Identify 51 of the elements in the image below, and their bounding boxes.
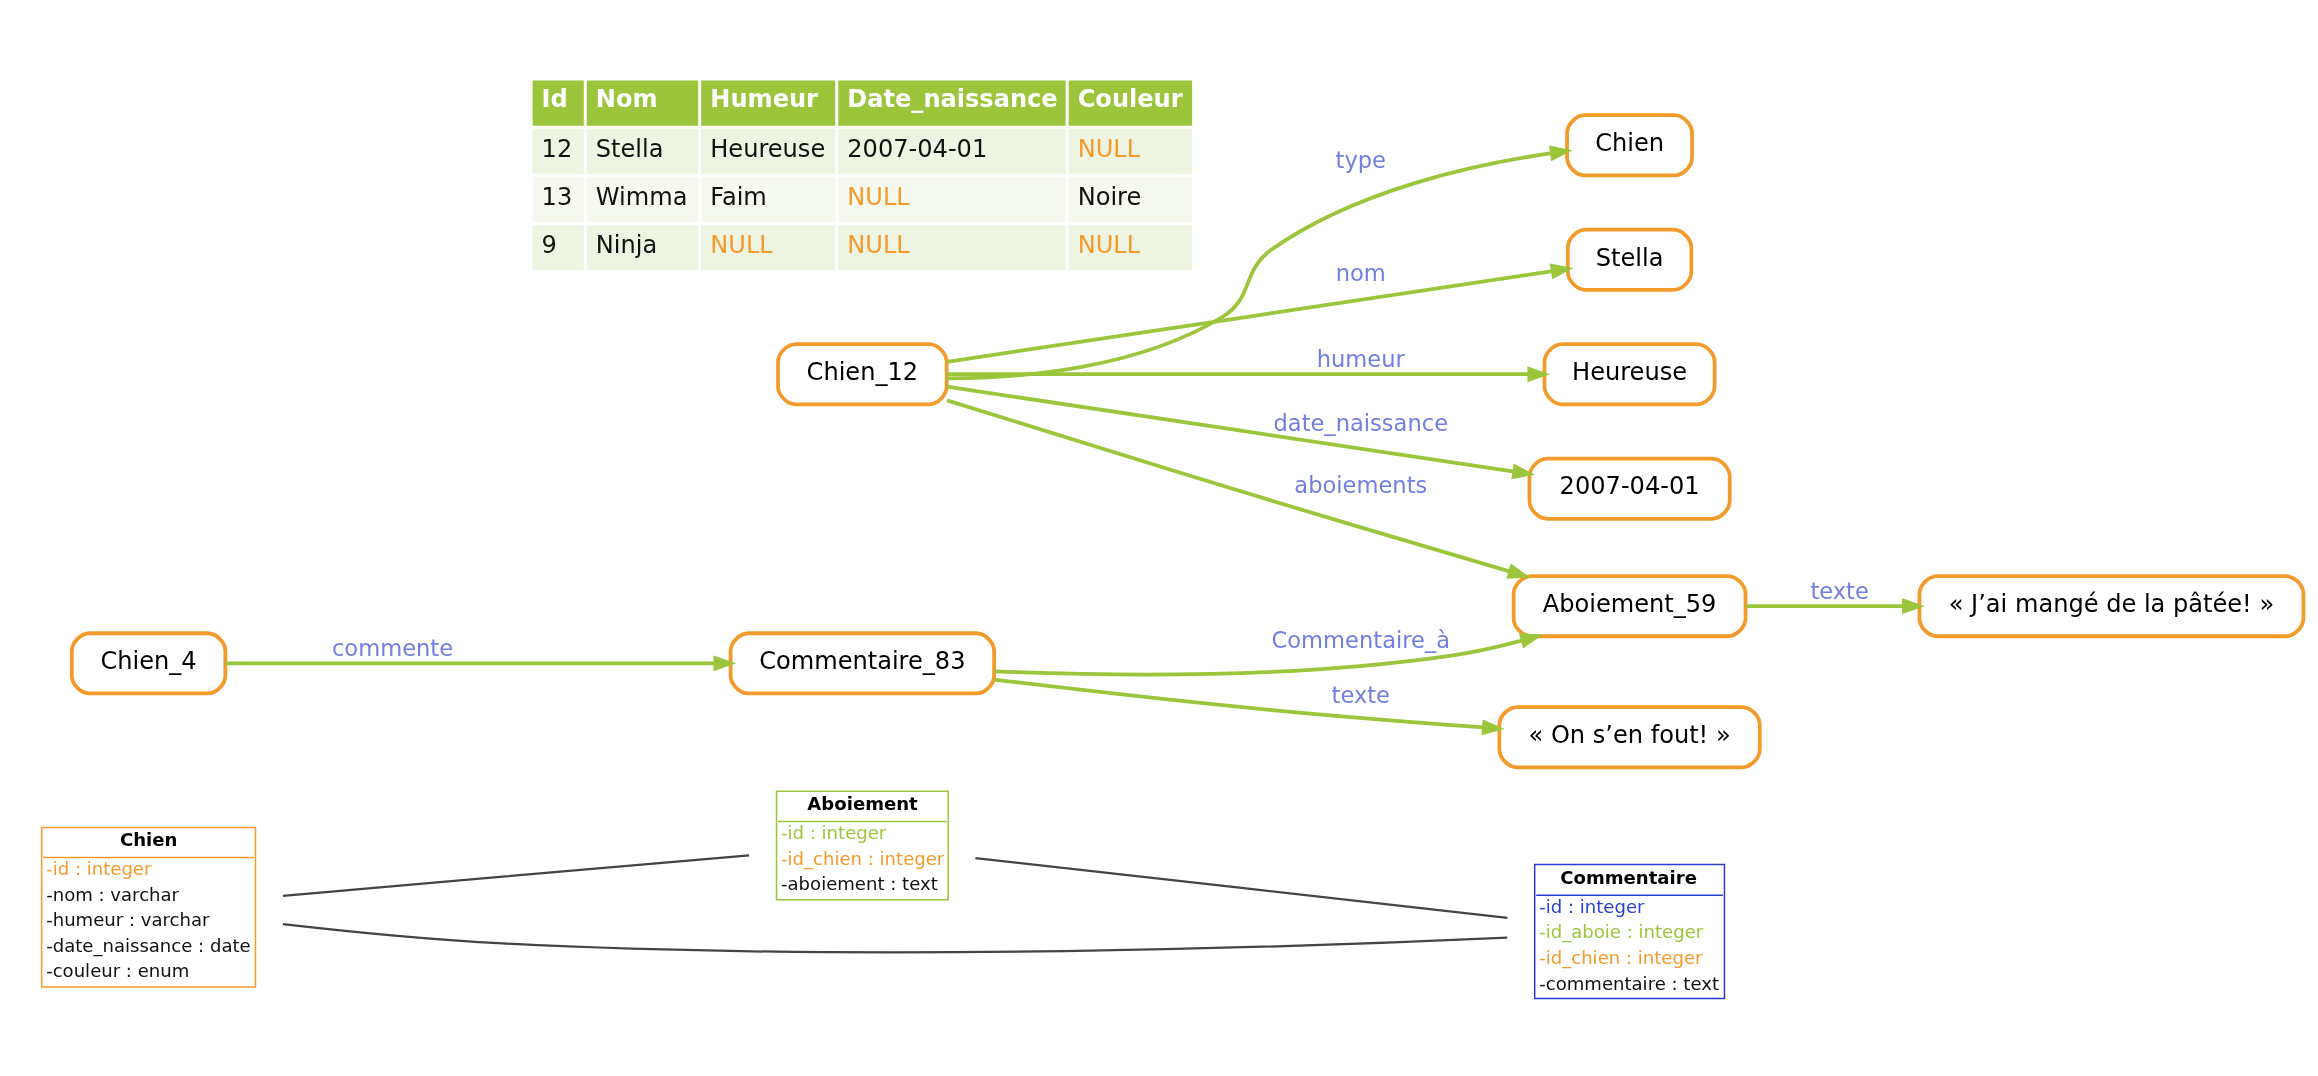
node-box: Commentaire_83 bbox=[728, 631, 996, 696]
connector bbox=[975, 856, 1508, 919]
connector bbox=[282, 923, 1508, 954]
arrow bbox=[994, 677, 1505, 736]
label: NULL bbox=[847, 231, 910, 260]
label: Wimma bbox=[595, 183, 688, 212]
arrow bbox=[946, 263, 1574, 364]
arrow bbox=[994, 633, 1543, 677]
edge-label: aboiements bbox=[1294, 472, 1428, 499]
label: NULL bbox=[1077, 135, 1141, 164]
label: Faim bbox=[710, 183, 767, 212]
node-box: Chien bbox=[1565, 113, 1694, 178]
edge-label: texte bbox=[1331, 681, 1391, 708]
arrow bbox=[947, 366, 1551, 383]
label: Noire bbox=[1077, 183, 1142, 212]
label: Stella bbox=[595, 135, 664, 164]
label: NULL bbox=[1077, 231, 1141, 260]
label: 2007-04-01 bbox=[847, 135, 988, 164]
node-box: Heureuse bbox=[1542, 342, 1717, 407]
label: 12 bbox=[541, 135, 573, 164]
node-box: Chien_12 bbox=[776, 342, 949, 407]
node-box: Stella bbox=[1565, 227, 1694, 292]
label: Humeur bbox=[710, 85, 818, 114]
arrow bbox=[946, 145, 1573, 381]
edge-label: Commentaire_à bbox=[1271, 627, 1451, 654]
arrow bbox=[225, 655, 737, 672]
edge-label: date_naissance bbox=[1273, 410, 1449, 437]
node-box: « On s’en fout! » bbox=[1497, 705, 1762, 770]
label: Nom bbox=[595, 85, 658, 114]
label: 9 bbox=[541, 231, 557, 260]
node-box: « J’ai mangé de la pâtée! » bbox=[1917, 574, 2306, 639]
arrow bbox=[946, 398, 1531, 579]
edge-label: humeur bbox=[1316, 345, 1405, 372]
label: NULL bbox=[847, 183, 910, 212]
node-box: Chien_4 bbox=[69, 631, 228, 696]
label: Couleur bbox=[1077, 85, 1183, 114]
edge-label: texte bbox=[1810, 577, 1869, 604]
edge-label: nom bbox=[1335, 259, 1386, 286]
node-box: Aboiement_59 bbox=[1511, 574, 1748, 639]
arrow bbox=[946, 384, 1535, 480]
label: 13 bbox=[541, 183, 573, 212]
label: Date_naissance bbox=[847, 85, 1058, 114]
edge-label: commente bbox=[331, 634, 454, 661]
connector bbox=[282, 854, 750, 897]
label: Id bbox=[541, 85, 568, 114]
label: Ninja bbox=[595, 231, 658, 260]
label: NULL bbox=[710, 231, 773, 260]
edge-label: type bbox=[1335, 146, 1386, 173]
arrow bbox=[1745, 598, 1925, 615]
node-box: 2007-04-01 bbox=[1527, 456, 1732, 521]
label: Heureuse bbox=[710, 135, 826, 164]
